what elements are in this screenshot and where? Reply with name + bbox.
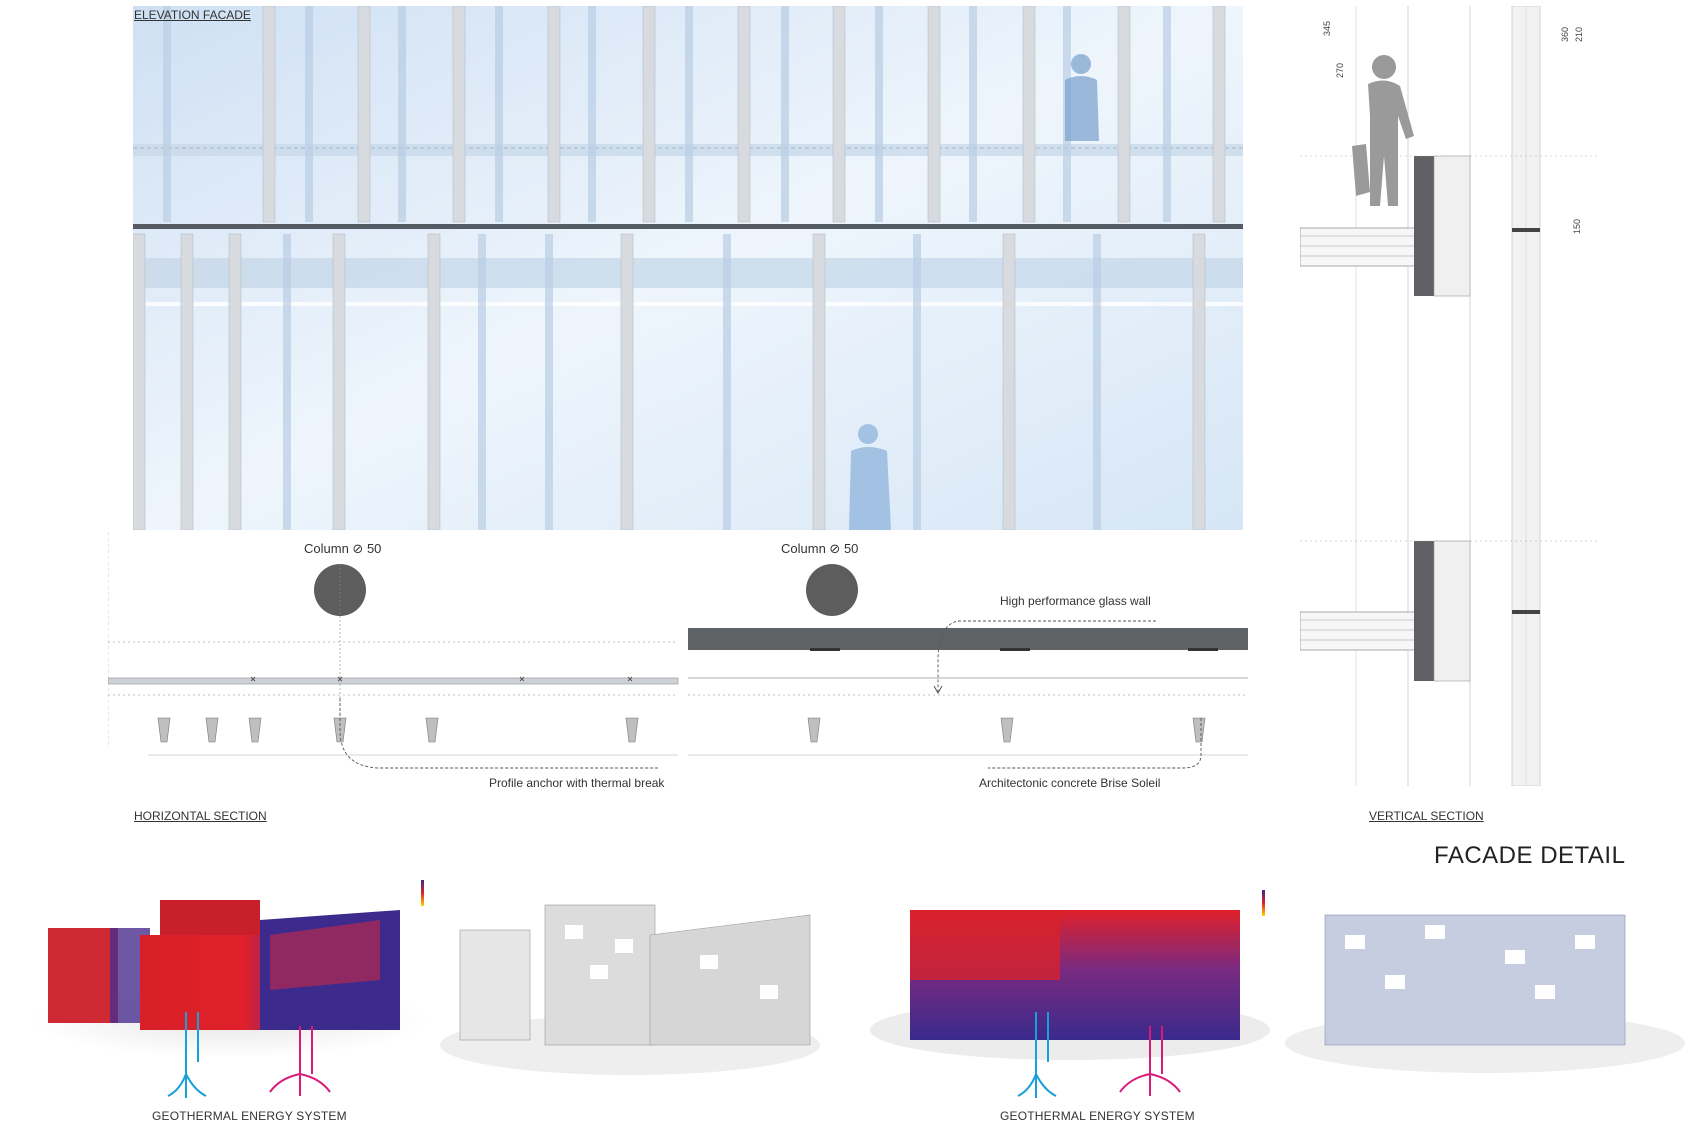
dim-345: 345 <box>1322 20 1332 36</box>
vertical-section <box>1299 5 1600 787</box>
label-glass-wall: High performance glass wall <box>1000 594 1151 608</box>
column-right-size: 50 <box>843 541 859 556</box>
dim-150: 150 <box>1572 218 1582 234</box>
label-profile-anchor: Profile anchor with thermal break <box>489 776 665 790</box>
column-right-label: Column <box>781 541 826 556</box>
elevation-title: ELEVATION FACADE <box>134 8 251 22</box>
geothermal-arrows-right <box>1017 1012 1181 1098</box>
dim-210: 210 <box>1574 26 1584 42</box>
geothermal-arrows-left <box>167 1012 331 1098</box>
elevation-drawing <box>132 5 1243 531</box>
diameter-icon: ⊘ <box>352 541 364 556</box>
heat-legend-left <box>421 880 424 906</box>
vertical-section-drawing <box>1299 5 1600 787</box>
massing-render-1 <box>440 895 820 1075</box>
person-silhouette-lower <box>849 424 891 530</box>
label-brise-soleil: Architectonic concrete Brise Soleil <box>979 776 1161 790</box>
geothermal-label-right: GEOTHERMAL ENERGY SYSTEM <box>1000 1109 1195 1123</box>
massing-render-2 <box>1285 895 1690 1075</box>
person-silhouette-section <box>1352 55 1414 206</box>
diameter-icon: ⊘ <box>829 541 841 556</box>
heatmap-render-right <box>870 890 1270 1060</box>
column-left-size: 50 <box>366 541 382 556</box>
column-left-label: Column <box>304 541 349 556</box>
facade-detail-title: FACADE DETAIL <box>1434 842 1626 869</box>
horizontal-section-title: HORIZONTAL SECTION <box>134 809 267 823</box>
horizontal-section-drawing <box>107 532 1248 769</box>
vertical-section-title: VERTICAL SECTION <box>1369 809 1484 823</box>
column-right-circle <box>806 564 858 616</box>
dim-270: 270 <box>1335 62 1345 78</box>
person-silhouette-upper <box>1065 54 1099 141</box>
heat-legend-right <box>1262 890 1265 916</box>
geothermal-label-left: GEOTHERMAL ENERGY SYSTEM <box>152 1109 347 1123</box>
heatmap-render-left <box>30 880 430 1060</box>
horizontal-section <box>107 530 1248 770</box>
dim-360: 360 <box>1560 26 1570 42</box>
elevation-facade <box>132 5 1243 531</box>
